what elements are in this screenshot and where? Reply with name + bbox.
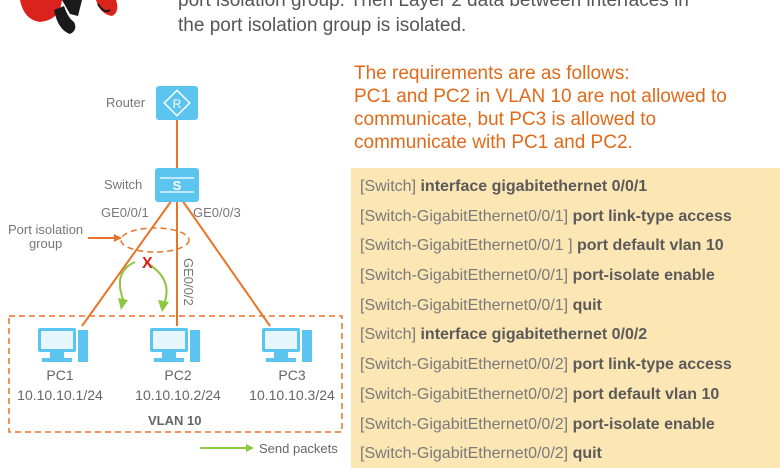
pc2-ip: 10.10.10.2/24 xyxy=(135,387,221,403)
svg-text:R: R xyxy=(173,97,182,111)
code-command: interface gigabitethernet 0/0/1 xyxy=(420,178,648,195)
code-line: [Switch-GigabitEthernet0/0/1 ] port defa… xyxy=(360,237,724,255)
pc3-name: PC3 xyxy=(278,367,306,383)
pc3-label: PC3 10.10.10.3/24 xyxy=(242,367,342,403)
port-isolation-ellipse xyxy=(120,227,190,253)
port-ge002-label: GE0/0/2 xyxy=(181,258,196,306)
code-command: port-isolate enable xyxy=(572,416,715,433)
pc1-label: PC1 10.10.10.1/24 xyxy=(10,367,110,403)
requirements-line-2: PC1 and PC2 in VLAN 10 are not allowed t… xyxy=(354,86,727,107)
pc1-name: PC1 xyxy=(46,367,74,383)
pc2-name: PC2 xyxy=(164,367,192,383)
vlan-label: VLAN 10 xyxy=(148,413,202,428)
code-command: port link-type access xyxy=(572,208,732,225)
switch-icon: S xyxy=(155,168,199,202)
intro-line-1: port isolation group. Then Layer 2 data … xyxy=(178,0,689,11)
code-prompt: [Switch-GigabitEthernet0/0/2] xyxy=(360,445,573,462)
code-line: [Switch] interface gigabitethernet 0/0/1 xyxy=(360,178,647,196)
switch-pc3-link xyxy=(181,199,271,327)
requirements-line-3: communicate, but PC3 is allowed to xyxy=(354,109,657,130)
legend-label: Send packets xyxy=(259,441,338,456)
code-line: [Switch] interface gigabitethernet 0/0/2 xyxy=(360,326,647,344)
code-prompt: [Switch] xyxy=(360,178,421,195)
code-line: [Switch-GigabitEthernet0/0/1] quit xyxy=(360,297,602,315)
send-packet-arrow-left xyxy=(118,261,136,303)
code-prompt: [Switch-GigabitEthernet0/0/1] xyxy=(360,297,573,314)
router-label: Router xyxy=(106,95,146,110)
code-prompt: [Switch-GigabitEthernet0/0/2] xyxy=(360,416,573,433)
requirements-line-4: communicate with PC1 and PC2. xyxy=(354,132,633,153)
pc1-ip: 10.10.10.1/24 xyxy=(17,387,103,403)
port-isolation-label-line-2: group xyxy=(28,236,63,251)
port-ge001-label: GE0/0/1 xyxy=(101,205,149,220)
svg-text:S: S xyxy=(173,178,182,193)
port-ge003-label: GE0/0/3 xyxy=(193,205,241,220)
code-command: port default vlan 10 xyxy=(577,237,724,254)
code-prompt: [Switch-GigabitEthernet0/0/2] xyxy=(360,356,573,373)
send-packet-arrow-right xyxy=(144,261,168,305)
blocked-x-mark: X xyxy=(142,255,153,272)
code-command: quit xyxy=(572,297,602,314)
pc2-icon xyxy=(150,328,200,362)
code-command: port default vlan 10 xyxy=(572,386,720,403)
code-command: port-isolate enable xyxy=(572,267,715,284)
pc1-icon xyxy=(38,328,88,362)
vlan-box xyxy=(8,315,343,433)
code-prompt: [Switch] xyxy=(360,326,421,343)
pc3-ip: 10.10.10.3/24 xyxy=(249,387,335,403)
topology-diagram: R S xyxy=(8,86,343,452)
pc2-label: PC2 10.10.10.2/24 xyxy=(128,367,228,403)
pc3-icon xyxy=(262,328,312,362)
router-icon: R xyxy=(156,86,198,120)
requirements-line-1: The requirements are as follows: xyxy=(354,63,630,84)
config-code-box: [Switch] interface gigabitethernet 0/0/1… xyxy=(351,168,780,468)
code-command: interface gigabitethernet 0/0/2 xyxy=(420,326,648,343)
mascot-illustration xyxy=(20,0,118,34)
code-line: [Switch-GigabitEthernet0/0/2] port link-… xyxy=(360,356,732,374)
switch-pc1-link xyxy=(81,199,173,327)
code-prompt: [Switch-GigabitEthernet0/0/1] xyxy=(360,208,573,225)
intro-text: port isolation group. Then Layer 2 data … xyxy=(178,0,778,38)
code-line: [Switch-GigabitEthernet0/0/2] quit xyxy=(360,445,602,463)
port-isolation-label: Port isolation group xyxy=(8,223,83,251)
code-line: [Switch-GigabitEthernet0/0/2] port-isola… xyxy=(360,416,715,434)
switch-label: Switch xyxy=(104,177,143,192)
code-command: port link-type access xyxy=(572,356,732,373)
intro-line-2: the port isolation group is isolated. xyxy=(178,15,467,36)
code-prompt: [Switch-GigabitEthernet0/0/2] xyxy=(360,386,573,403)
requirements-text: The requirements are as follows: PC1 and… xyxy=(354,62,774,154)
code-command: quit xyxy=(572,445,602,462)
code-prompt: [Switch-GigabitEthernet0/0/1] xyxy=(360,267,573,284)
port-isolation-label-line-1: Port isolation xyxy=(8,222,84,237)
code-line: [Switch-GigabitEthernet0/0/2] port defau… xyxy=(360,386,719,404)
code-line: [Switch-GigabitEthernet0/0/1] port-isola… xyxy=(360,267,715,285)
code-line: [Switch-GigabitEthernet0/0/1] port link-… xyxy=(360,208,732,226)
code-prompt: [Switch-GigabitEthernet0/0/1 ] xyxy=(360,237,577,254)
